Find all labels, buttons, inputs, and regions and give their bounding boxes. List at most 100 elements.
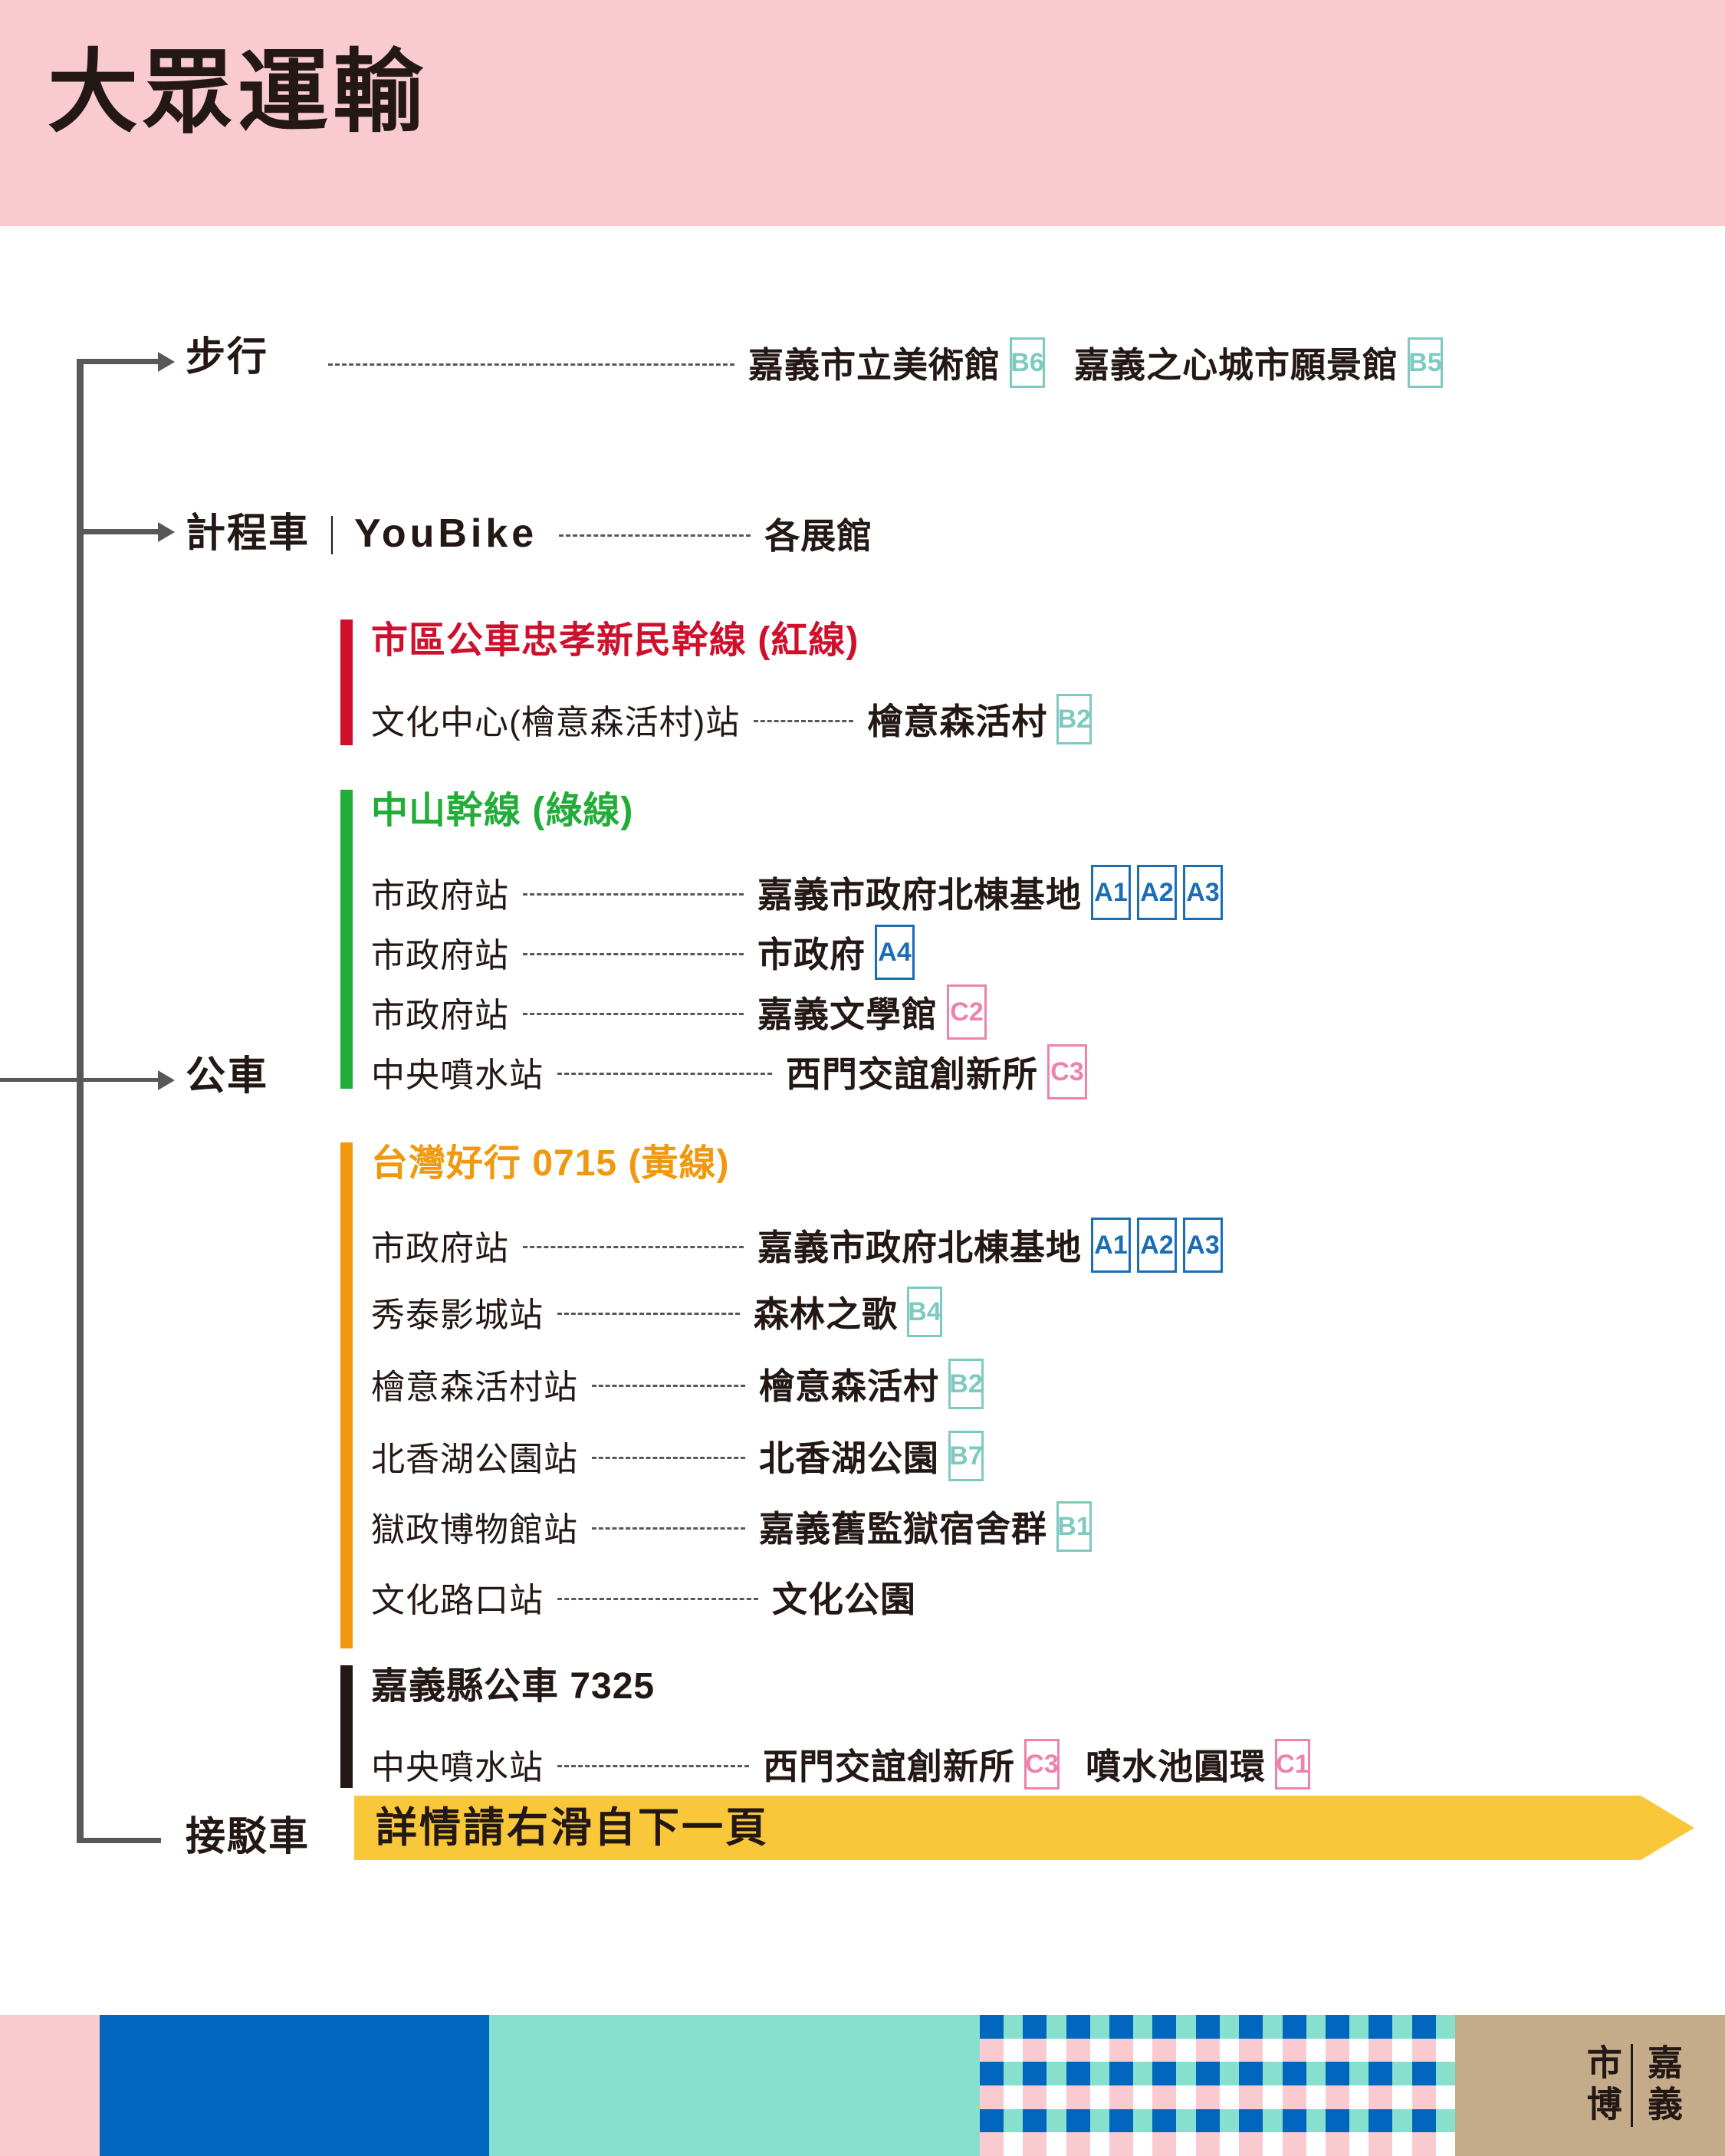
line-row-dest: 嘉義市政府北棟基地 [757,875,1082,915]
taxi-divider: ｜ [313,515,352,558]
footer-plaid-cell [1152,2015,1177,2039]
line-row-dash [557,1072,772,1075]
line-bar-black [340,1665,353,1788]
badge-b2: B2 [1056,694,1092,744]
footer-plaid-cell [1066,2132,1090,2156]
footer-plaid-cell [1152,2062,1177,2085]
line-row-dash [754,719,854,722]
footer-block-mint [489,2015,980,2156]
taxi-dash-connector [559,534,751,537]
footer-plaid-cell [1109,2015,1134,2039]
line-row-dest: 文化公園 [772,1579,916,1619]
footer-plaid-cell [1066,2062,1090,2085]
footer-plaid-cell [980,2038,1004,2062]
footer-plaid-band [980,2108,1455,2133]
footer-plaid-cell [1109,2062,1134,2085]
footer-plaid-cell [1109,2108,1134,2133]
footer-plaid-cell [1282,2085,1306,2109]
footer-plaid-cell [1023,2132,1047,2156]
walk-row: 嘉義市立美術館 B6 嘉義之心城市願景館 B5 [314,337,1443,388]
badge-a2: A2 [1137,1218,1177,1273]
footer-plaid-cell [1411,2015,1436,2039]
logo-text-left: 市博 [1582,2044,1622,2127]
line-row-stop: 市政府站 [371,937,509,974]
mode-label-walk: 步行 [186,335,269,380]
footer-plaid-cell [1023,2038,1047,2062]
footer-plaid-cell [1066,2038,1090,2062]
page-title: 大眾運輸 [48,42,429,143]
badge-b4: B4 [907,1287,942,1337]
line-row-stop: 市政府站 [371,997,509,1034]
badge-b1: B1 [1056,1501,1092,1552]
badge-c1: C1 [1275,1739,1310,1790]
footer-plaid-band [980,2015,1455,2039]
branch-line-walk [77,359,161,364]
line-row-green-2: 市政府站 嘉義文學館 C2 [371,984,987,1040]
footer-plaid-cell [1195,2132,1220,2156]
line-row-dest: 嘉義文學館 [757,994,938,1034]
footer-block-blue [100,2015,489,2156]
line-row-dash [592,1527,745,1530]
line-row-stop: 文化中心(檜意森活村)站 [371,704,741,741]
line-row-stop: 文化路口站 [371,1582,544,1619]
line-row-dash [523,892,744,896]
badge-a1: A1 [1091,865,1131,920]
line-row-red-0: 文化中心(檜意森活村)站 檜意森活村 B2 [371,694,1092,744]
mode-label-bus: 公車 [186,1054,269,1099]
footer-plaid-cell [980,2062,1004,2085]
line-row-dest: 西門交誼創新所 [763,1747,1015,1786]
line-row-dest: 嘉義舊監獄宿舍群 [759,1509,1047,1549]
footer-plaid-cell [980,2108,1004,2133]
badge-a4: A4 [875,925,915,980]
logo-divider [1630,2044,1633,2127]
line-row-dash [557,1597,758,1600]
logo-text-right: 嘉義 [1643,2044,1682,2127]
footer-plaid-cell [1411,2085,1436,2109]
line-row-stop: 中央噴水站 [371,1749,544,1786]
shuttle-banner[interactable]: 詳情請右滑自下一頁 [354,1796,1641,1860]
footer-plaid-band [980,2062,1455,2085]
branch-line-taxi [77,529,161,534]
footer-plaid-cell [1239,2085,1263,2109]
footer-plaid-cell [1282,2062,1306,2085]
footer-plaid-cell [1325,2085,1349,2109]
line-row-yellow-2: 檜意森活村站 檜意森活村 B2 [371,1359,984,1409]
footer-plaid-cell [1368,2062,1393,2085]
branch-arrow-bus [158,1070,175,1090]
badge-a3: A3 [1183,865,1223,920]
walk-dash-connector [328,363,734,366]
line-row-stop: 檜意森活村站 [371,1369,578,1406]
badge-c3: C3 [1024,1739,1060,1790]
line-row-dest: 檜意森活村 [759,1366,939,1406]
badge-b7: B7 [948,1431,984,1481]
line-row-yellow-3: 北香湖公園站 北香湖公園 B7 [371,1431,984,1481]
footer-plaid-cell [1066,2085,1090,2109]
line-row-stop: 北香湖公園站 [371,1441,578,1478]
badge-c2: C2 [947,984,987,1040]
line-row-dash [523,1245,744,1248]
footer-plaid-cell [1195,2085,1220,2109]
line-row-stop: 秀泰影城站 [371,1297,544,1334]
footer-plaid-cell [1023,2015,1047,2039]
footer-plaid-cell [1152,2038,1177,2062]
footer-plaid-cell [1023,2108,1047,2133]
line-row-green-3: 中央噴水站 西門交誼創新所 C3 [371,1044,1087,1099]
footer-plaid-cell [1239,2132,1263,2156]
footer-block-pink [0,2015,100,2156]
footer-plaid-cell [1325,2015,1349,2039]
line-bar-orange [340,1142,353,1648]
branch-arrow-walk [158,352,175,372]
footer-plaid-pattern [980,2015,1455,2156]
line-row-yellow-5: 文化路口站 文化公園 [371,1572,916,1622]
footer-plaid-cell [980,2015,1004,2039]
footer-plaid-band [980,2085,1455,2109]
shuttle-banner-text: 詳情請右滑自下一頁 [376,1805,769,1851]
footer-plaid-cell [980,2132,1004,2156]
footer-plaid-cell [1368,2015,1393,2039]
footer-plaid-cell [1195,2015,1220,2039]
line-row-dest: 檜意森活村 [867,702,1048,741]
footer-plaid-cell [1109,2038,1134,2062]
line-title-yellow: 台灣好行 0715 (黃線) [371,1143,730,1184]
footer-plaid-cell [1368,2085,1393,2109]
footer-plaid-cell [1152,2132,1177,2156]
